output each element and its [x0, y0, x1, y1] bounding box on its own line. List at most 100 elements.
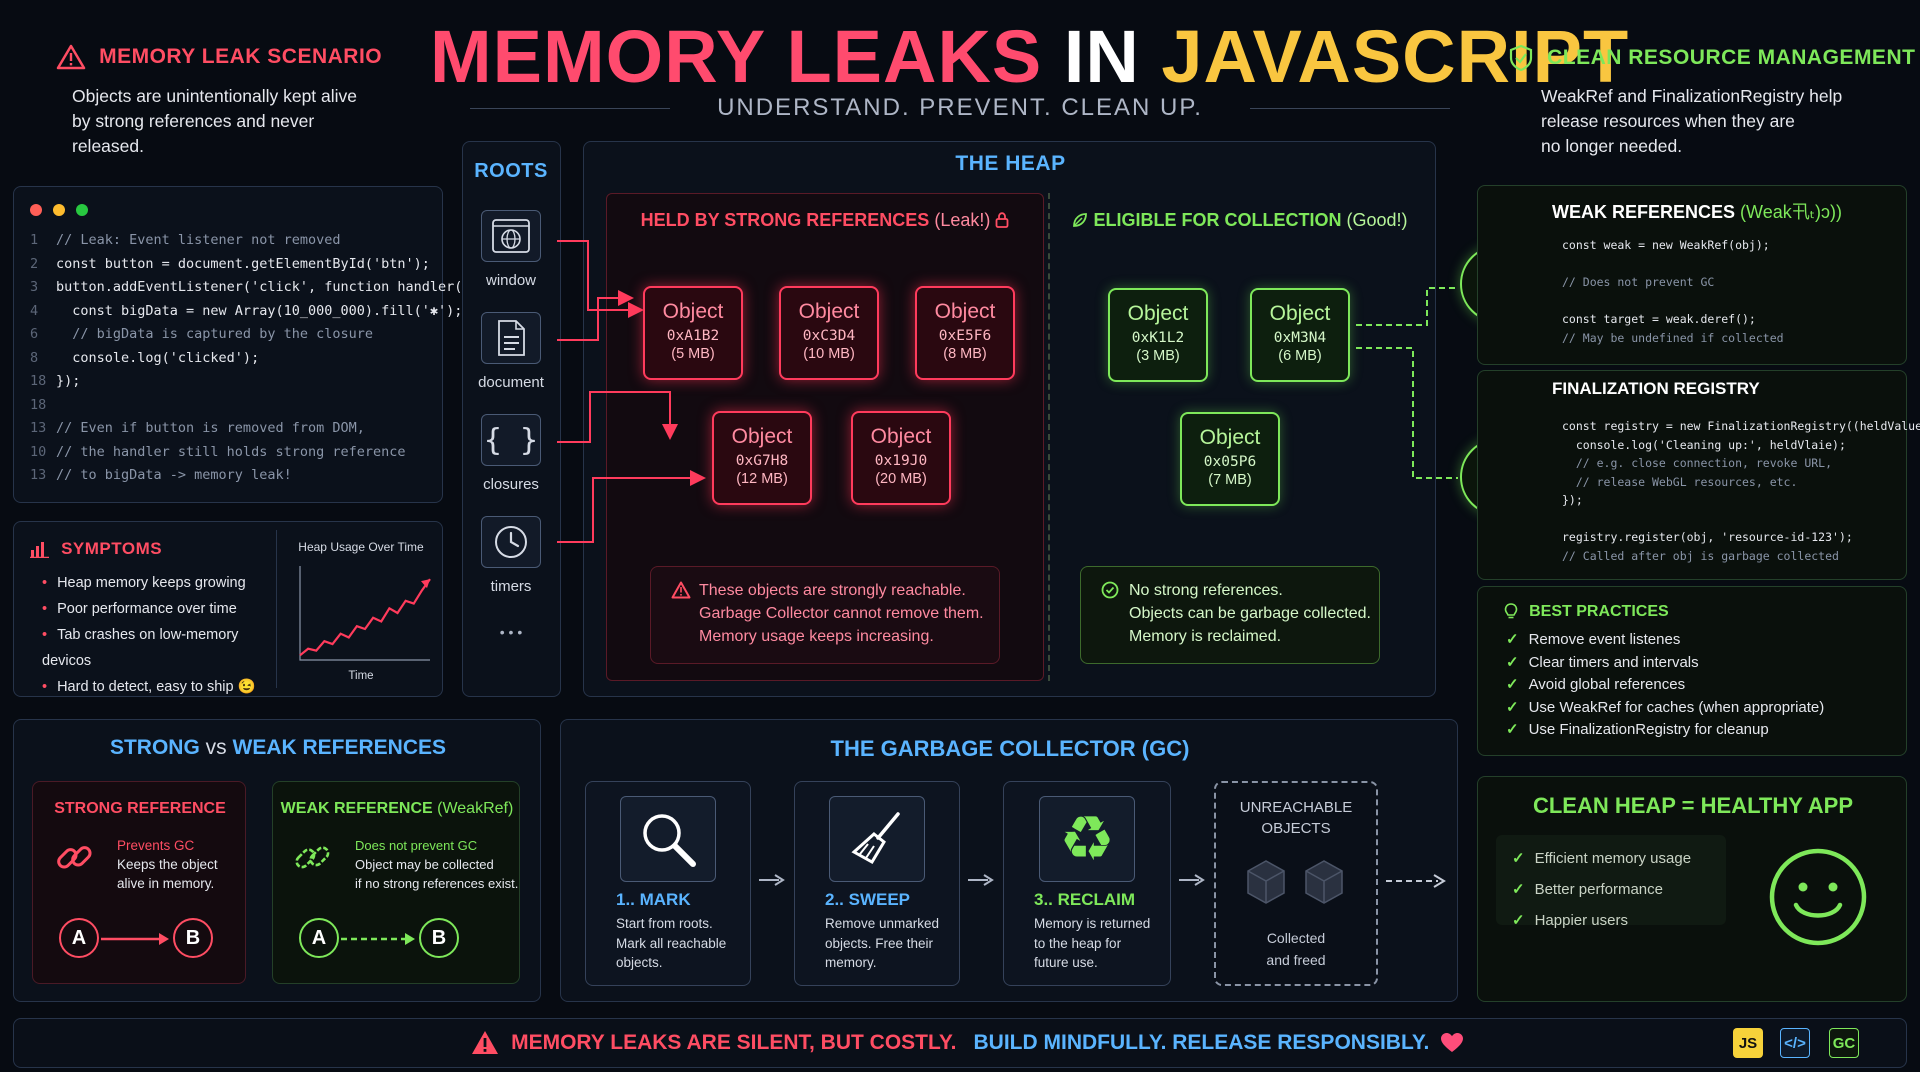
weak-arrow: [341, 933, 415, 945]
weak-heading-text: ELIGIBLE FOR COLLECTION: [1093, 210, 1342, 230]
root-window: [481, 210, 541, 262]
heap-usage-line: [299, 578, 431, 657]
weak-note: No strong references. Objects can be gar…: [1080, 566, 1380, 664]
weak-object: Object 0x05P6 (7 MB): [1180, 412, 1280, 506]
object-name: Object: [731, 425, 793, 448]
code-text: // to bigData -> memory leak!: [56, 467, 292, 483]
subtitle: UNDERSTAND. PREVENT. CLEAN UP.: [717, 94, 1203, 121]
symptoms-header: SYMPTOMS: [30, 538, 162, 559]
gc-step-reclaim: ♻ 3.. RECLAIM Memory is returned to the …: [1003, 781, 1171, 986]
weak-reference-desc: Does not prevent GC Object may be collec…: [355, 836, 518, 893]
strong-reference-title: STRONG REFERENCE: [54, 800, 226, 817]
maximize-dot-icon: [76, 204, 89, 216]
bar-chart-icon: [30, 541, 49, 558]
line-number: 2: [30, 255, 39, 272]
code-line: 13 // to bigData -> memory leak!: [30, 464, 487, 488]
object-size: (10 MB): [803, 346, 855, 362]
strong-reference-line: Keeps the object: [117, 857, 218, 872]
line-number: 18: [30, 373, 47, 389]
code-text: console.log('Cleaning up:', heldVlaie);: [1562, 437, 1846, 452]
strong-node-b: B: [173, 918, 213, 958]
symptoms-title: SYMPTOMS: [61, 538, 163, 558]
gc-step-line: Memory is returned: [1034, 916, 1151, 931]
heap-chart-title: Heap Usage Over Time: [298, 540, 424, 554]
weak-reference-header: WEAK REFERENCE (WeakRef): [273, 800, 521, 818]
unreachable-title-line: UNREACHABLE: [1239, 799, 1353, 816]
code-text: const bigData = new Array(10_000_000).fi…: [56, 302, 463, 319]
timers-reference-arrow: [557, 470, 706, 543]
code-line: [1562, 292, 1784, 311]
weak-refs-title-suffix: (Weak卂ₜ)ↄ)): [1740, 202, 1843, 222]
gc-step-title: 2.. SWEEP: [825, 890, 911, 909]
js-badge: JS: [1733, 1028, 1763, 1058]
gc-step-line: future use.: [1034, 955, 1098, 970]
clean-heap-title: CLEAN HEAP = HEALTHY APP: [1532, 793, 1854, 818]
gc-title: THE GARBAGE COLLECTOR (GC): [830, 736, 1190, 761]
code-line: // release WebGL resources, etc.: [1562, 473, 1920, 492]
weak-note-line: Memory is reclaimed.: [1129, 628, 1282, 645]
root-label: closures: [483, 476, 539, 493]
finalization-panel: FINALIZATION REGISTRY const registry = n…: [1477, 370, 1920, 580]
root-label: timers: [490, 578, 532, 595]
scenario-header: MEMORY LEAK SCENARIO: [56, 44, 382, 70]
page-title: MEMORY LEAKS IN JAVASCRIPT: [430, 14, 1628, 99]
code-line: // Does not prevent GC: [1562, 273, 1784, 292]
scenario-line: Objects are unintentionally kept alive: [72, 86, 358, 106]
clean-mgmt-line: no longer needed.: [1541, 136, 1683, 156]
code-line: registry.register(obj, 'resource-id-123'…: [1562, 528, 1920, 547]
window-dots: [30, 201, 89, 220]
code-text: // Leak: Event listener not removed: [56, 232, 341, 248]
weak-note-line: No strong references.: [1129, 582, 1283, 599]
object-address: 0x05P6: [1203, 454, 1257, 470]
braces-icon: { }: [483, 422, 539, 458]
code-line: [1562, 255, 1784, 274]
clean-heap-item: Efficient memory usage: [1512, 843, 1691, 874]
cube-icons: [1247, 860, 1343, 904]
collected-line: Collected: [1266, 930, 1326, 946]
gc-step-title: 3.. RECLAIM: [1034, 890, 1136, 909]
clean-heap-panel: CLEAN HEAP = HEALTHY APP Efficient memor…: [1477, 776, 1907, 1002]
registry-link-line: [1356, 347, 1458, 479]
gc-step-line: objects. Free their: [825, 935, 934, 951]
line-number: 6: [30, 326, 39, 342]
object-name: Object: [798, 300, 860, 323]
clean-heap-item: Happier users: [1512, 905, 1691, 936]
code-line: console.log('Cleaning up:', heldVlaie);: [1562, 436, 1920, 455]
line-number: 13: [30, 420, 47, 436]
strong-node-a: A: [59, 918, 99, 958]
code-line: 2 const button = document.getElementById(…: [30, 253, 487, 277]
code-text: const button = document.getElementById('…: [56, 255, 430, 272]
line-number: 10: [30, 443, 47, 460]
line-number: 13: [30, 467, 47, 483]
code-text: const target = weak.deref();: [1562, 312, 1756, 326]
code-text: // release WebGL resources, etc.: [1562, 474, 1798, 489]
symptoms-list: Heap memory keeps growing Poor performan…: [42, 570, 282, 700]
roots-more: • • •: [499, 624, 523, 640]
strong-object: Object 0xE5F6 (8 MB): [915, 286, 1015, 380]
weak-node-b: B: [419, 918, 459, 958]
weak-area: [1048, 193, 1412, 681]
recycle-icon: ♻: [1059, 802, 1115, 875]
gc-step-line: objects.: [616, 955, 663, 970]
code-line: // e.g. close connection, revoke URL,: [1562, 454, 1920, 473]
strong-vs-weak-title: STRONG vs WEAK REFERENCES: [14, 736, 542, 760]
gc-step-line: Remove unmarked: [825, 916, 940, 931]
strong-heading-suffix: (Leak!): [934, 210, 991, 230]
best-practices-header: BEST PRACTICES: [1504, 601, 1669, 621]
object-address: 0xC3D4: [802, 328, 856, 344]
best-practice-item: Avoid global references: [1506, 674, 1824, 697]
weak-note-line: Objects can be garbage collected.: [1129, 605, 1371, 622]
gc-step-desc: Memory is returned to the heap for futur…: [1034, 914, 1150, 973]
weak-heading: ELIGIBLE FOR COLLECTION (Good!): [1070, 210, 1410, 231]
object-name: Object: [662, 300, 724, 323]
object-name: Object: [934, 300, 996, 323]
document-icon: [498, 320, 525, 356]
symptom-item: Tab crashes on low-memory devicos: [42, 622, 282, 674]
code-line: 6 // bigData is captured by the closure: [30, 323, 487, 347]
scenario-description: Objects are unintentionally kept alive b…: [72, 84, 372, 159]
strong-note-line: Memory usage keeps increasing.: [699, 628, 934, 645]
clock-icon: [495, 526, 527, 558]
heap-chart-xlabel: Time: [348, 670, 374, 682]
